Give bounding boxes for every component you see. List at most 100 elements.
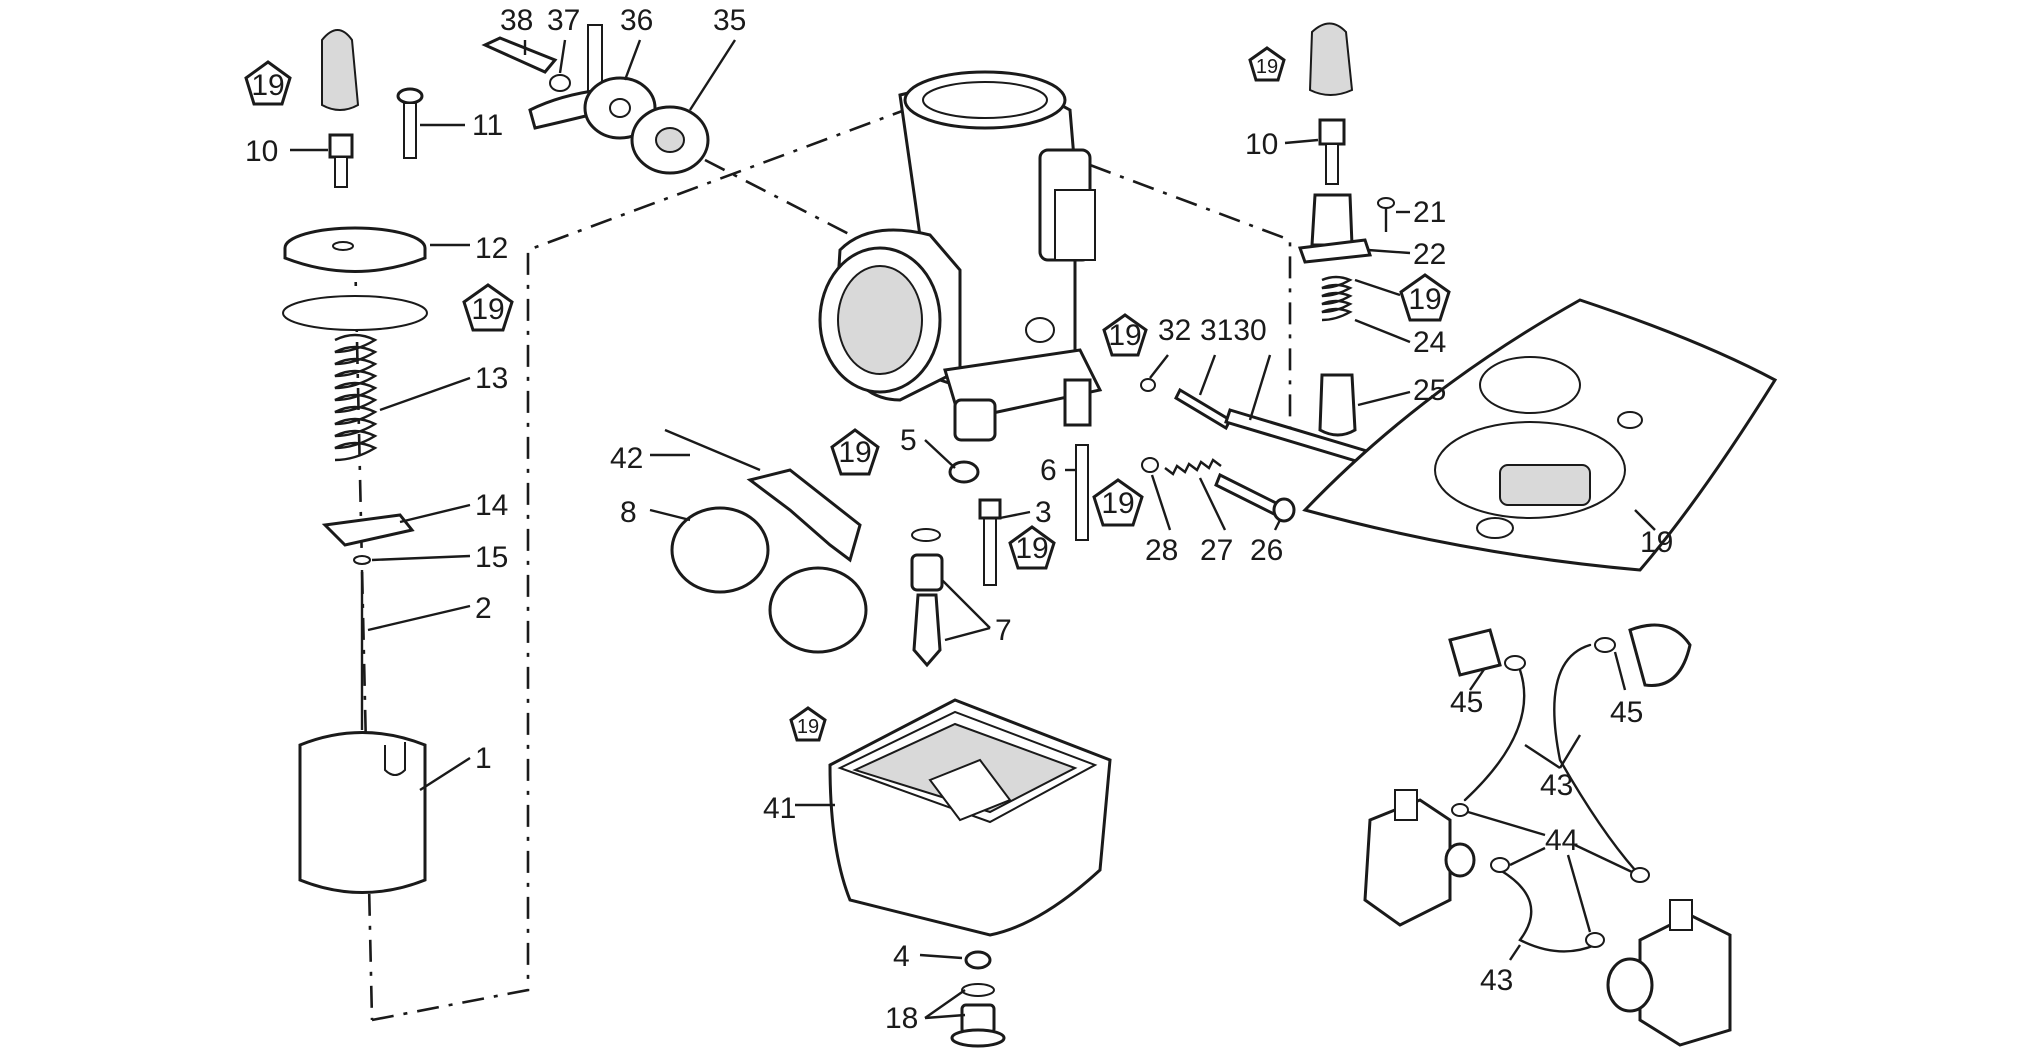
part-label-10: 10 xyxy=(245,135,278,168)
leader-19-bag xyxy=(1634,509,1656,531)
spring-24-part xyxy=(1321,275,1353,322)
spring-part xyxy=(334,333,378,462)
part-label-25: 25 xyxy=(1413,374,1446,407)
leader-45b xyxy=(1613,651,1627,691)
clamp-44-d xyxy=(1585,932,1605,948)
gasket-ring-4 xyxy=(1476,517,1514,539)
leader-3 xyxy=(999,510,1031,520)
part-label-44: 44 xyxy=(1545,824,1578,857)
leader-22 xyxy=(1367,248,1411,255)
part-label-45-right: 45 xyxy=(1610,696,1643,729)
part-label-27: 27 xyxy=(1200,534,1233,567)
clamp-45-left xyxy=(1504,655,1526,671)
leader-43a xyxy=(1524,743,1561,770)
screw-38-part xyxy=(481,36,558,74)
leader-7a xyxy=(941,579,991,629)
float-bowl xyxy=(828,698,1112,1048)
part-label-43-upper: 43 xyxy=(1540,769,1573,802)
leader-44c xyxy=(1509,846,1546,867)
drain-plug-base xyxy=(950,1028,1006,1048)
slide-axis-dash xyxy=(353,249,374,1021)
badge-19-7: 19 xyxy=(1248,46,1286,82)
screw-26-head xyxy=(1272,497,1296,523)
carb-small-right xyxy=(1638,913,1732,1047)
adjuster-screw-part xyxy=(328,133,354,159)
part-label-37: 37 xyxy=(547,4,580,37)
part-label-45-left: 45 xyxy=(1450,686,1483,719)
clamp-45-right xyxy=(1594,637,1616,653)
leader-18b xyxy=(924,1013,966,1020)
part-label-22: 22 xyxy=(1413,238,1446,271)
hose-43-upper-b xyxy=(1553,643,1637,872)
leader-19-right xyxy=(1354,278,1401,297)
part-label-3130: 3130 xyxy=(1200,314,1267,347)
leader-28 xyxy=(1150,474,1172,531)
needle-plate-part xyxy=(321,513,415,547)
part-label-2: 2 xyxy=(475,592,492,625)
pilot-tower-part xyxy=(1063,378,1092,427)
part-label-15: 15 xyxy=(475,541,508,574)
top-cover-rim xyxy=(283,248,427,273)
oring-32-part xyxy=(1140,378,1156,392)
carb-small-left-top xyxy=(1394,789,1418,821)
float-left-part xyxy=(670,506,770,594)
main-bore-inner xyxy=(922,81,1048,119)
fuel-inlet-boss xyxy=(1025,317,1055,343)
choke-cap-part xyxy=(1308,22,1354,96)
badge-19-2: 19 xyxy=(462,283,514,332)
part-label-4: 4 xyxy=(893,940,910,973)
choke-cover-part xyxy=(1310,193,1354,247)
leader-1 xyxy=(419,756,471,792)
leader-7b xyxy=(944,626,991,642)
float-bracket-part xyxy=(746,468,862,563)
clamp-44-a xyxy=(1451,803,1469,817)
screw-21-part xyxy=(1377,197,1395,209)
slide-assembly xyxy=(282,29,428,894)
choke-adjuster-part xyxy=(1318,118,1346,146)
needle-clip-part xyxy=(353,555,371,565)
rubber-cap-part xyxy=(321,29,360,111)
spring-27-part xyxy=(1164,458,1222,476)
carb-small-right-top xyxy=(1669,899,1693,931)
part-label-5: 5 xyxy=(900,424,917,457)
part-label-36: 36 xyxy=(620,4,653,37)
hose-43-upper-a xyxy=(1463,668,1526,802)
leader-2 xyxy=(367,604,471,632)
part-label-8: 8 xyxy=(620,496,637,529)
part-label-1: 1 xyxy=(475,742,492,775)
leader-31 xyxy=(1198,354,1217,396)
part-label-13: 13 xyxy=(475,362,508,395)
part-label-14: 14 xyxy=(475,489,508,522)
leader-44d xyxy=(1566,854,1592,933)
choke-tower-part xyxy=(1054,189,1096,261)
badge-19-5: 19 xyxy=(1092,478,1144,527)
leader-13 xyxy=(379,376,471,412)
tube-6-part xyxy=(1075,444,1089,541)
assembly-dash-line xyxy=(371,108,906,1022)
leader-24 xyxy=(1354,318,1411,344)
fitting-45-left xyxy=(1448,628,1502,677)
part-label-7: 7 xyxy=(995,614,1012,647)
float-needle-7-part xyxy=(912,593,942,668)
spring-31-part xyxy=(1174,387,1232,431)
leader-14 xyxy=(399,503,471,524)
part-label-35: 35 xyxy=(713,4,746,37)
part-label-18: 18 xyxy=(885,1002,918,1035)
carb-small-left-inlet xyxy=(1444,842,1476,878)
leader-44a xyxy=(1467,810,1546,837)
leader-44b xyxy=(1574,843,1633,874)
badge-19-3: 19 xyxy=(830,428,880,476)
carb-small-left xyxy=(1363,798,1452,927)
leader-15 xyxy=(371,554,471,562)
choke-bracket-part xyxy=(1297,238,1373,264)
screw-26-part xyxy=(1214,472,1282,518)
badge-19-text: 19 xyxy=(1408,283,1441,316)
clamp-44-b xyxy=(1630,867,1650,883)
rod-42-part xyxy=(664,428,761,472)
leader-10b xyxy=(1284,138,1319,145)
part-label-12: 12 xyxy=(475,232,508,265)
part-label-26: 26 xyxy=(1250,534,1283,567)
badge-19-text: 19 xyxy=(1256,56,1278,78)
part-label-6: 6 xyxy=(1040,454,1057,487)
choke-plunger-group xyxy=(1297,22,1395,437)
